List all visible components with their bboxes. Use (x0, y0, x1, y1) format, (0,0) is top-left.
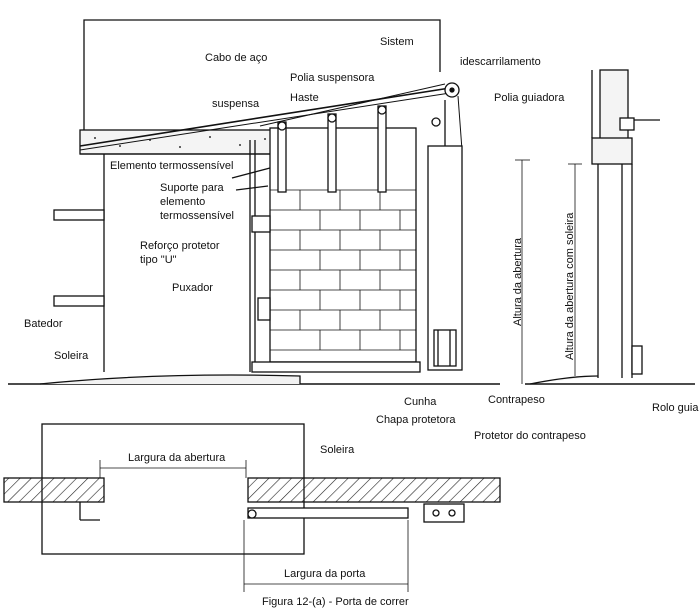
section-view (515, 69, 695, 385)
label-batedor: Batedor (24, 318, 63, 330)
label-cabo-de-aco: Cabo de aço (205, 52, 268, 64)
label-elemento-termossensivel: Elemento termossensível (110, 160, 234, 172)
label-cunha: Cunha (404, 396, 437, 408)
brick-pattern (270, 189, 416, 351)
small-pulley (431, 117, 441, 127)
label-protetor-contrapeso: Protetor do contrapeso (474, 430, 586, 442)
door-panel (269, 127, 417, 363)
label-altura-abertura: Altura da abertura (512, 237, 524, 326)
label-soleira-left: Soleira (54, 350, 89, 362)
steel-cable (259, 83, 463, 151)
pull-handle (257, 297, 271, 321)
inclined-rail (79, 87, 451, 147)
label-suporte-3: termossensível (160, 210, 234, 222)
label-rolo-guia: Rolo guia (652, 402, 699, 414)
threshold-ramp (39, 374, 301, 385)
label-idescarrilamento: idescarrilamento (460, 56, 541, 68)
pulley-1 (277, 121, 287, 131)
label-haste: Haste (290, 92, 319, 104)
u-reinforcement (251, 215, 271, 233)
wall-outline (83, 19, 441, 130)
label-largura-porta: Largura da porta (284, 568, 366, 580)
thermo-element (231, 167, 271, 179)
label-polia-guiadora: Polia guiadora (494, 92, 565, 104)
label-soleira-plan: Soleira (320, 444, 355, 456)
pulley-3 (377, 105, 387, 115)
label-reforco-2: tipo "U" (140, 254, 177, 266)
label-polia-suspensora: Polia suspensora (290, 72, 375, 84)
label-sistem: Sistem (380, 36, 414, 48)
hanger-1 (277, 121, 287, 193)
section-rail (619, 117, 635, 131)
plan-wall-right (247, 477, 501, 503)
batedor-lower (53, 295, 105, 307)
pulley-2 (327, 113, 337, 123)
elevation-view (8, 19, 500, 385)
counterweight (433, 329, 457, 367)
label-altura-abertura-soleira: Altura da abertura com soleira (564, 212, 576, 360)
plan-view (3, 423, 501, 592)
plan-wall-left (3, 477, 105, 503)
guide-roller (631, 345, 643, 375)
plan-pulley (247, 509, 257, 519)
door-bottom-rail (251, 361, 421, 373)
label-suspensa: suspensa (212, 98, 260, 110)
label-largura-abertura: Largura da abertura (128, 452, 226, 464)
section-threshold (529, 375, 599, 385)
label-suporte-1: Suporte para (160, 182, 224, 194)
hanger-2 (327, 113, 337, 193)
label-reforco-1: Reforço protetor (140, 240, 220, 252)
figure-caption: Figura 12-(a) - Porta de correr (262, 596, 409, 608)
batedor-upper (53, 209, 105, 221)
label-chapa-protetora: Chapa protetora (376, 414, 456, 426)
plan-door-leaf (247, 507, 409, 519)
hanger-3 (377, 105, 387, 193)
plan-counterweight (423, 503, 465, 523)
label-contrapeso: Contrapeso (488, 394, 545, 406)
label-puxador: Puxador (172, 282, 213, 294)
label-suporte-2: elemento (160, 196, 206, 208)
section-lintel (591, 137, 633, 165)
